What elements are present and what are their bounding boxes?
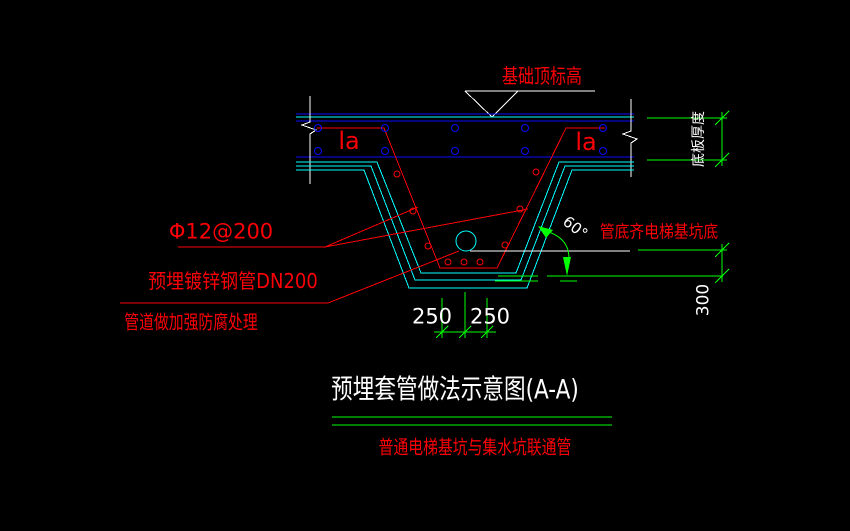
pipe-bottom-note: 管底齐电梯基坑底	[599, 222, 719, 243]
embedded-pipe-label: 预埋镀锌钢管DN200	[148, 269, 318, 293]
slab-rebar-dots	[314, 124, 607, 155]
anchorage-length-label-left: la	[338, 127, 360, 155]
right-break-line	[621, 99, 639, 177]
leader-lines	[120, 206, 529, 304]
slab-lines	[296, 113, 634, 158]
pipe-circle	[455, 230, 477, 252]
slab-thickness-dimension	[647, 110, 730, 168]
left-break-line	[300, 96, 318, 184]
slab-thickness-label: 底板厚度	[691, 111, 707, 167]
elevation-label: 基础顶标高	[502, 64, 582, 88]
elevation-symbol-icon	[464, 90, 595, 118]
drawing-subtitle: 普通电梯基坑与集水坑联通管	[378, 436, 572, 459]
dim-left-text: 250	[411, 304, 453, 329]
dim-depth-text: 300	[693, 283, 714, 317]
dim-right-text: 250	[469, 304, 511, 329]
width-dimension	[434, 292, 496, 339]
title-underlines	[332, 416, 612, 426]
drawing-title: 预埋套管做法示意图(A-A)	[331, 374, 579, 406]
pit-liner-layers	[296, 161, 634, 289]
pit-rebar-dots	[393, 168, 540, 266]
rebar-polyline	[317, 127, 605, 269]
pipe-treatment-note: 管道做加强防腐处理	[124, 311, 258, 334]
angle-annotation	[538, 226, 571, 276]
depth-dimension	[495, 242, 730, 284]
anchorage-length-label-right: la	[575, 128, 597, 156]
rebar-spacing-label: Φ12@200	[168, 219, 274, 244]
